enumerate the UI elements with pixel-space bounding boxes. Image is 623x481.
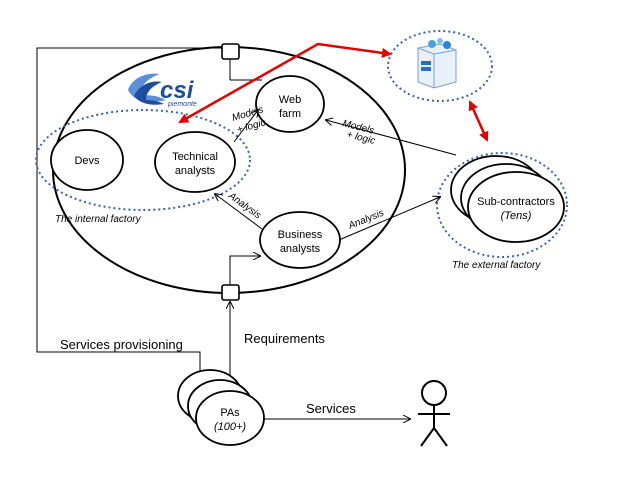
technical-analysts-label-2: analysts bbox=[175, 165, 216, 177]
csi-logo-brand: csi bbox=[160, 77, 195, 104]
services-provisioning-line bbox=[36, 47, 222, 380]
user-icon bbox=[418, 380, 450, 447]
web-farm-label-2: farm bbox=[279, 108, 301, 120]
web-farm-label-1: Web bbox=[279, 94, 301, 106]
pas-label-1: PAs bbox=[220, 407, 240, 419]
models-logic-external-arrow bbox=[326, 120, 457, 156]
internal-factory-boundary bbox=[35, 109, 251, 211]
tool-boundary bbox=[387, 30, 493, 102]
pas-label-2: (100+) bbox=[214, 421, 246, 433]
analysis-external-arrow bbox=[338, 197, 440, 241]
services-provisioning-label: Services provisioning bbox=[60, 337, 183, 352]
sub-contractors-label-2: (Tens) bbox=[501, 210, 532, 222]
top-port bbox=[221, 43, 240, 60]
csi-logo-swoosh-dark-icon bbox=[134, 81, 164, 105]
technical-analysts-node[interactable] bbox=[154, 131, 236, 193]
business-analysts-label-1: Business bbox=[278, 229, 323, 241]
pas-node[interactable] bbox=[195, 390, 265, 446]
software-box-icon bbox=[417, 38, 457, 89]
technical-analysts-label-1: Technical bbox=[172, 151, 218, 163]
sub-contractors-label-1: Sub-contractors bbox=[477, 196, 555, 208]
devs-node[interactable] bbox=[50, 129, 124, 191]
csi-logo: csi piemonte bbox=[128, 73, 197, 108]
bottom-port bbox=[221, 284, 240, 301]
devs-label: Devs bbox=[74, 155, 100, 167]
red-link-tool-to-external bbox=[468, 100, 489, 142]
business-analysts-label-2: analysts bbox=[280, 243, 321, 255]
external-factory-label: The external factory bbox=[452, 260, 541, 271]
port-to-business-line bbox=[229, 256, 260, 285]
sub-contractors-node[interactable] bbox=[467, 171, 565, 243]
internal-factory-label: The internal factory bbox=[55, 214, 142, 225]
requirements-label: Requirements bbox=[244, 331, 325, 346]
red-link-tool-to-internal bbox=[178, 42, 392, 124]
analysis-internal-arrow bbox=[215, 194, 263, 230]
external-factory-boundary bbox=[436, 152, 568, 258]
csi-logo-sub: piemonte bbox=[167, 101, 197, 108]
services-label: Services bbox=[306, 401, 356, 416]
